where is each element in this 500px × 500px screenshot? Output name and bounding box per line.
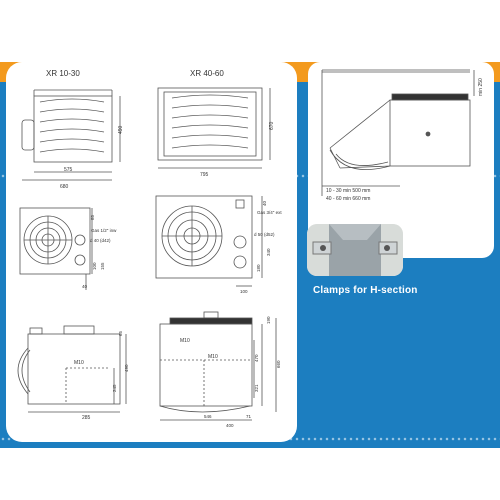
dim-large-side-470: 470 [254,354,259,362]
dim-large-side-400: 400 [226,423,234,428]
large-m10-label-a: M10 [180,338,190,344]
small-m10-label: M10 [74,360,84,366]
dim-small-side-285: 285 [82,415,91,421]
small-fan-view [19,207,93,290]
dim-large-40: 40 [262,200,267,206]
dim-large-side-546: 546 [204,414,212,419]
clamp-caption: Clamps for H-section [313,285,418,296]
large-m10-label-b: M10 [208,354,218,360]
mount-spec-10-30: 10 - 30 min 500 mm [326,188,370,194]
dim-large-height: 670 [269,121,275,130]
large-flue-dim: d 50 (d52) [254,232,275,237]
dim-small-side-490: 490 [124,364,129,372]
dim-large-100: 100 [240,289,248,294]
dim-small-155: 155 [100,262,105,270]
dim-small-side-65: 65 [118,330,123,336]
mounting-drawing [321,69,475,196]
dim-small-100: 100 [92,262,97,270]
small-side-view [17,325,127,413]
dim-large-width: 795 [200,172,209,178]
large-front-view [157,87,271,169]
small-gas-note: Gas 1/2" inw [91,228,117,233]
dim-small-85: 85 [90,214,95,220]
dim-small-40: 40 [82,284,88,289]
mount-min-250: min 250 [478,78,484,96]
dim-large-side-321: 321 [254,384,259,392]
dim-large-side-660: 660 [276,360,281,368]
dim-small-height: 490 [118,125,124,134]
small-front-view [21,89,121,181]
large-side-view [159,311,277,421]
dimension-drawings-panel [6,62,297,442]
mount-spec-40-60: 40 - 60 min 660 mm [326,196,370,202]
dim-small-side-245: 245 [112,384,117,392]
dim-large-340: 340 [266,248,271,256]
dim-large-side-190: 190 [266,316,271,324]
large-gas-note: Gas 3/4" ext [257,210,282,215]
bottom-band [0,448,500,500]
large-fan-view [155,195,263,287]
title-large: XR 40-60 [190,69,224,78]
dim-small-inner: 575 [64,167,73,173]
title-small: XR 10-30 [46,69,80,78]
top-band [0,0,500,62]
dim-large-180: 180 [256,264,261,272]
clamp-photo [307,224,403,276]
dim-large-side-71: 71 [246,414,252,419]
dim-small-width: 680 [60,184,69,190]
small-flue-dim: d 40 (d42) [90,238,111,243]
